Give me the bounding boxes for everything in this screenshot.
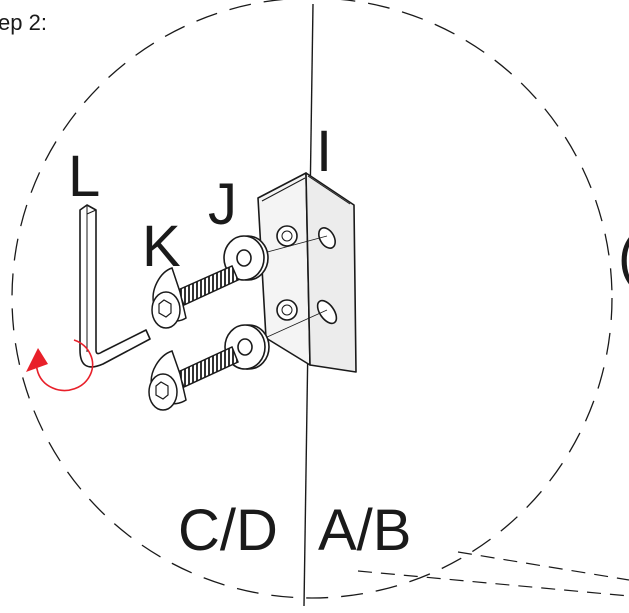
detail-circle xyxy=(11,0,613,599)
rotate-counterclockwise-icon xyxy=(26,339,94,392)
bracket-icon xyxy=(257,172,357,373)
part-label-bracket: I xyxy=(316,119,333,184)
screw-icon xyxy=(148,265,239,411)
part-label-washer: J xyxy=(208,172,237,237)
callout-leader xyxy=(357,551,629,597)
cropped-label: ( xyxy=(618,228,629,286)
step-label: ep 2: xyxy=(0,10,47,35)
part-label-allen-key: L xyxy=(68,144,101,209)
panel-label-right: A/B xyxy=(318,498,412,563)
part-label-bolt: K xyxy=(142,214,181,279)
allen-key-icon xyxy=(79,204,151,368)
panel-label-left: C/D xyxy=(178,498,278,563)
